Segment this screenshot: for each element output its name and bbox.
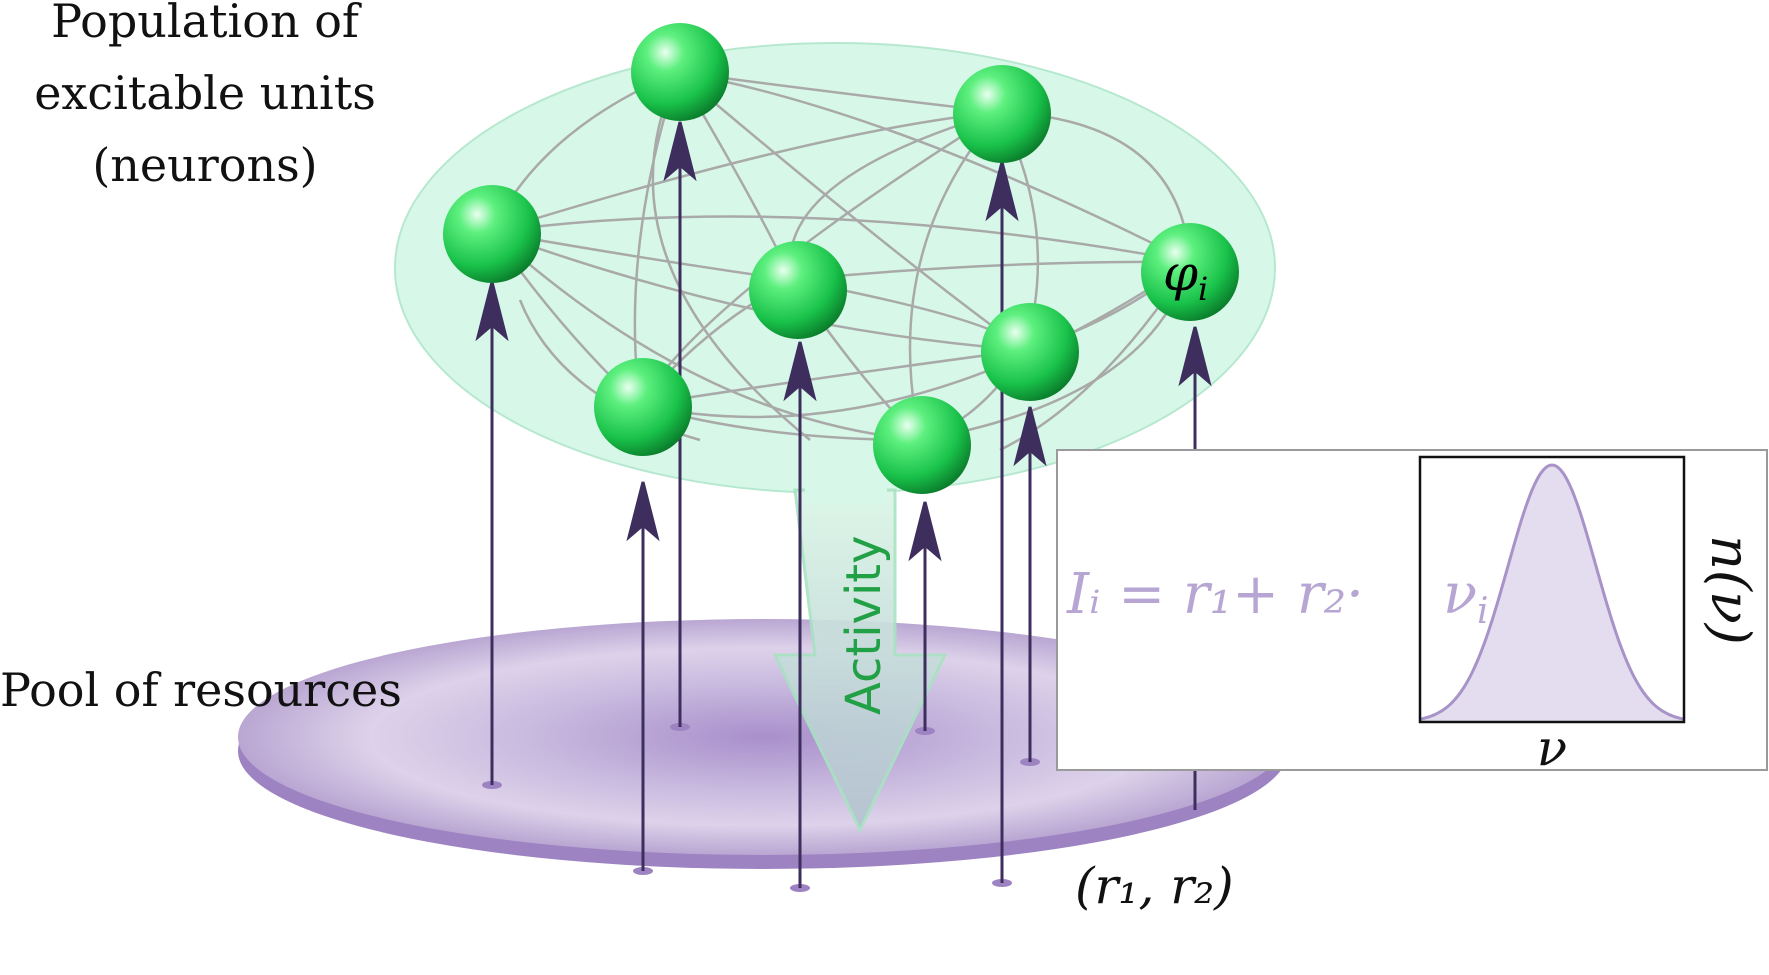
population-label-line2: excitable units xyxy=(34,66,376,120)
resource-pair-label: (r₁, r₂) xyxy=(1075,857,1234,915)
activity-label: Activity xyxy=(836,535,892,715)
neuron-phi-i xyxy=(1141,223,1239,321)
distribution-area xyxy=(1420,465,1684,722)
neuron xyxy=(594,358,692,456)
neuron xyxy=(981,303,1079,401)
equation-inset: Iᵢ = r₁+ r₂· νi ν n(ν) xyxy=(1056,449,1768,777)
resource-pool xyxy=(238,619,1288,869)
distribution-plot: ν n(ν) xyxy=(1418,455,1762,777)
plot-frame xyxy=(1418,455,1686,724)
neuron xyxy=(749,241,847,339)
phi-label: φi xyxy=(1163,244,1208,308)
neuron xyxy=(873,396,971,494)
neuron xyxy=(953,65,1051,163)
y-axis-label: n(ν) xyxy=(1699,535,1762,645)
neuron xyxy=(631,23,729,121)
activity-arrow xyxy=(772,488,948,834)
pool-label: Pool of resources xyxy=(0,663,402,717)
nu-i-label: νi xyxy=(1443,562,1489,632)
input-equation: Iᵢ = r₁+ r₂· xyxy=(1066,562,1364,627)
x-axis-label: ν xyxy=(1537,719,1567,777)
population-label-line3: (neurons) xyxy=(92,138,317,192)
neurons xyxy=(443,23,1239,494)
neuron xyxy=(443,185,541,283)
distribution-curve xyxy=(1419,463,1685,721)
population-label-line1: Population of xyxy=(51,0,362,48)
